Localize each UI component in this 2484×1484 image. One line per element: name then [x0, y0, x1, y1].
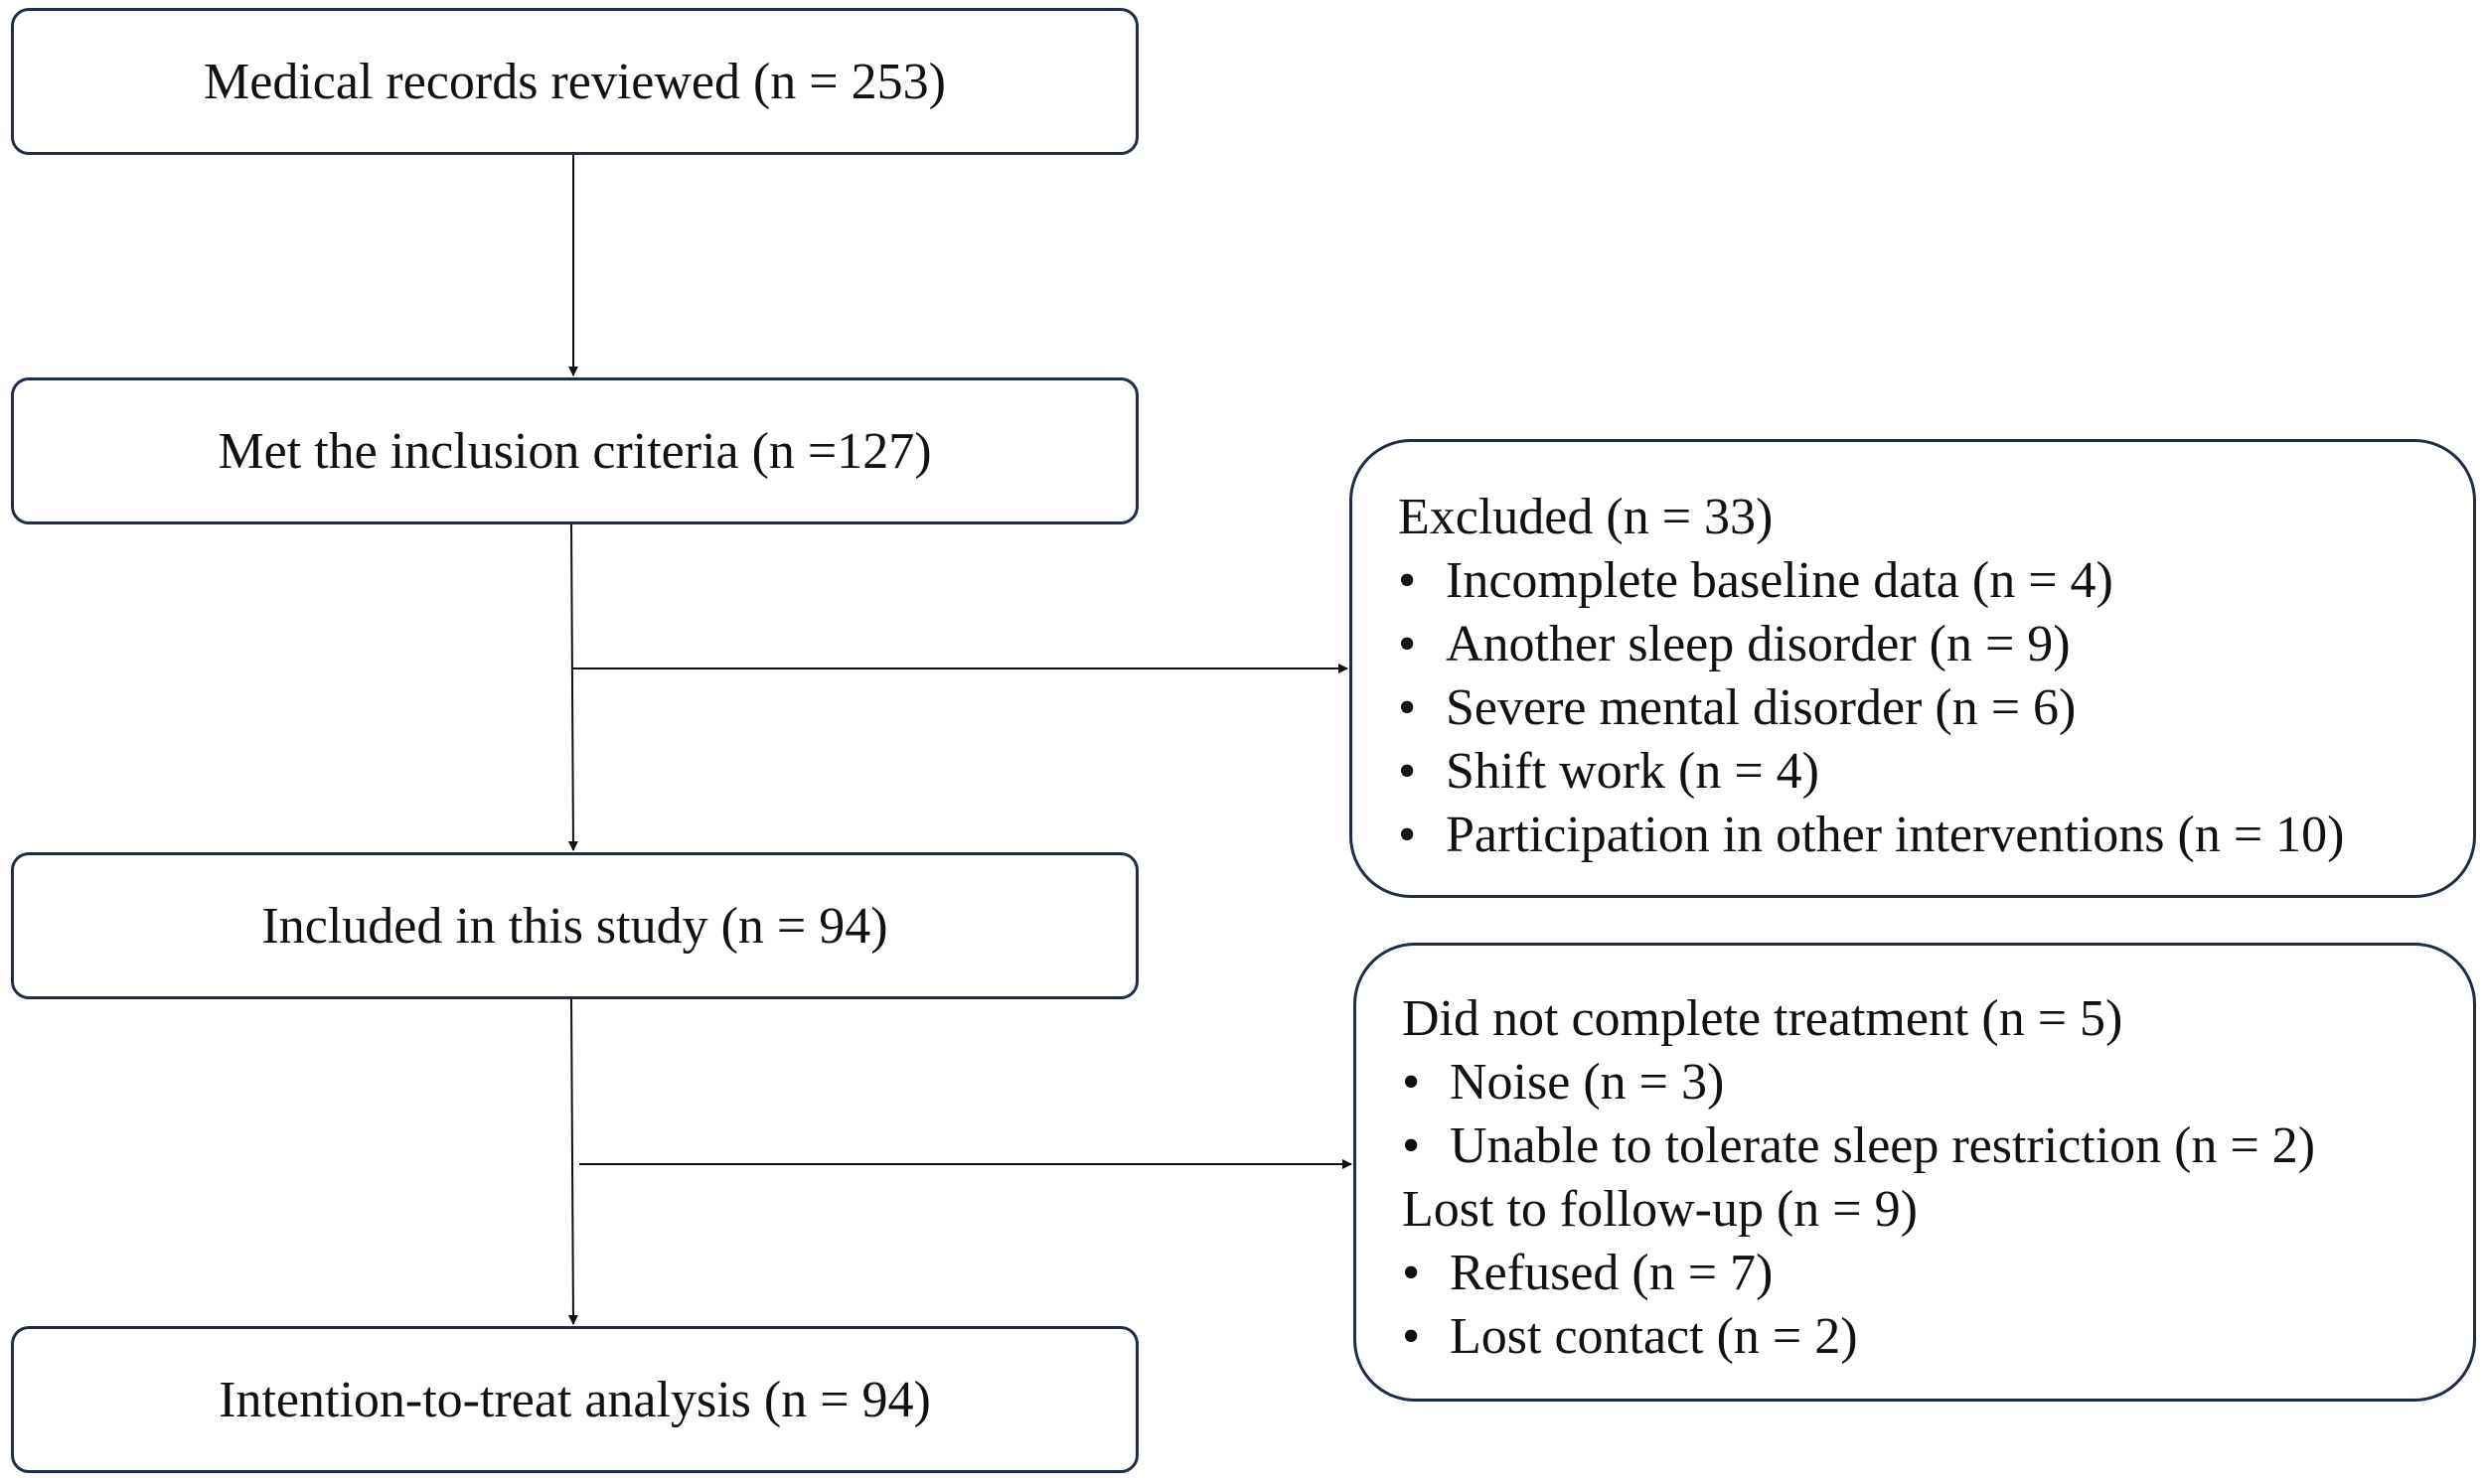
excluded-item-label: Severe mental disorder (n = 6) — [1446, 679, 2077, 736]
included-box: Included in this study (n = 94) — [11, 852, 1139, 999]
excluded-item: • Shift work (n = 4) — [1398, 740, 2473, 804]
arrow-inclusion-to-included — [567, 523, 578, 851]
excluded-item: • Participation in other interventions (… — [1398, 804, 2473, 867]
did-not-complete-item-label: Noise (n = 3) — [1450, 1054, 1725, 1111]
bullet-icon: • — [1402, 1054, 1421, 1111]
bullet-icon: • — [1402, 1308, 1421, 1365]
records-reviewed-label: Medical records reviewed (n = 253) — [204, 53, 946, 110]
excluded-item: • Another sleep disorder (n = 9) — [1398, 613, 2473, 676]
bullet-icon: • — [1398, 743, 1417, 800]
included-label: Included in this study (n = 94) — [261, 897, 888, 955]
lost-to-follow-up-heading: Lost to follow-up (n = 9) — [1402, 1181, 1918, 1238]
records-reviewed-box: Medical records reviewed (n = 253) — [11, 8, 1139, 155]
excluded-item: • Incomplete baseline data (n = 4) — [1398, 549, 2473, 613]
met-inclusion-label: Met the inclusion criteria (n =127) — [218, 422, 932, 480]
bullet-icon: • — [1398, 552, 1417, 609]
bullet-icon: • — [1402, 1117, 1421, 1174]
itt-analysis-label: Intention-to-treat analysis (n = 94) — [219, 1371, 931, 1428]
itt-analysis-box: Intention-to-treat analysis (n = 94) — [11, 1326, 1139, 1473]
excluded-item-label: Another sleep disorder (n = 9) — [1446, 616, 2071, 672]
arrow-included-to-itt — [567, 998, 578, 1325]
lost-to-follow-up-item: • Refused (n = 7) — [1402, 1242, 2473, 1305]
did-not-complete-item: • Unable to tolerate sleep restriction (… — [1402, 1114, 2473, 1178]
did-not-complete-heading: Did not complete treatment (n = 5) — [1402, 990, 2123, 1047]
dropouts-box: Did not complete treatment (n = 5) • Noi… — [1353, 943, 2476, 1402]
excluded-item: • Severe mental disorder (n = 6) — [1398, 676, 2473, 740]
did-not-complete-item-label: Unable to tolerate sleep restriction (n … — [1450, 1117, 2316, 1174]
met-inclusion-box: Met the inclusion criteria (n =127) — [11, 377, 1139, 524]
excluded-item-label: Incomplete baseline data (n = 4) — [1446, 552, 2113, 609]
lost-to-follow-up-item-label: Lost contact (n = 2) — [1450, 1308, 1858, 1365]
excluded-heading: Excluded (n = 33) — [1398, 489, 1774, 545]
bullet-icon: • — [1398, 807, 1417, 863]
bullet-icon: • — [1398, 679, 1417, 736]
bullet-icon: • — [1402, 1245, 1421, 1301]
excluded-item-label: Participation in other interventions (n … — [1446, 807, 2345, 863]
did-not-complete-item: • Noise (n = 3) — [1402, 1051, 2473, 1114]
bullet-icon: • — [1398, 616, 1417, 672]
excluded-box: Excluded (n = 33) • Incomplete baseline … — [1349, 439, 2476, 898]
excluded-item-label: Shift work (n = 4) — [1446, 743, 1819, 800]
lost-to-follow-up-item: • Lost contact (n = 2) — [1402, 1305, 2473, 1369]
lost-to-follow-up-item-label: Refused (n = 7) — [1450, 1245, 1774, 1301]
